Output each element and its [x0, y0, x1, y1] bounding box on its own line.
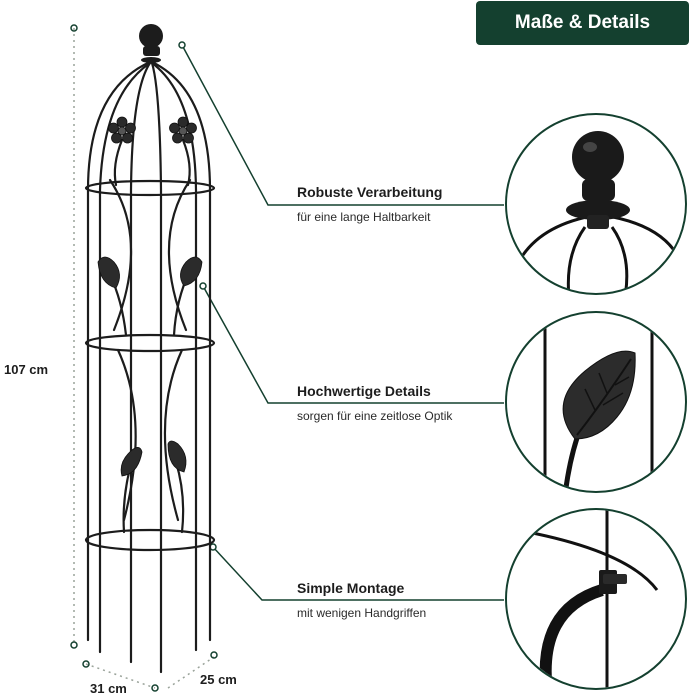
- detail-circle-connector: [505, 508, 687, 690]
- flower-ornament: [108, 116, 197, 144]
- finial-ball-icon: [515, 131, 684, 293]
- depth-dimension-label: 25 cm: [200, 672, 237, 687]
- dimension-end-dot: [70, 641, 78, 649]
- finial: [139, 24, 163, 63]
- connector-clip-icon: [516, 510, 659, 688]
- detail-circle-finial: [505, 113, 687, 295]
- leader-lines: [181, 44, 504, 601]
- details-header-badge: Maße & Details: [476, 1, 689, 45]
- obelisk-trellis: [84, 60, 216, 674]
- dimension-end-dot: [70, 24, 78, 32]
- feature-title-robust: Robuste Verarbeitung: [297, 184, 443, 200]
- feature-title-details: Hochwertige Details: [297, 383, 431, 399]
- feature-subtitle-details: sorgen für eine zeitlose Optik: [297, 409, 453, 423]
- leaf-ornaments: [97, 256, 203, 477]
- leaf-ornament-icon: [543, 313, 654, 491]
- feature-subtitle-montage: mit wenigen Handgriffen: [297, 606, 427, 620]
- detail-circle-leaf: [505, 311, 687, 493]
- feature-subtitle-robust: für eine lange Haltbarkeit: [297, 210, 431, 224]
- width-dimension-label: 31 cm: [90, 681, 127, 696]
- height-dimension-label: 107 cm: [4, 362, 49, 377]
- feature-title-montage: Simple Montage: [297, 580, 405, 596]
- width-dimension-line: [85, 656, 215, 689]
